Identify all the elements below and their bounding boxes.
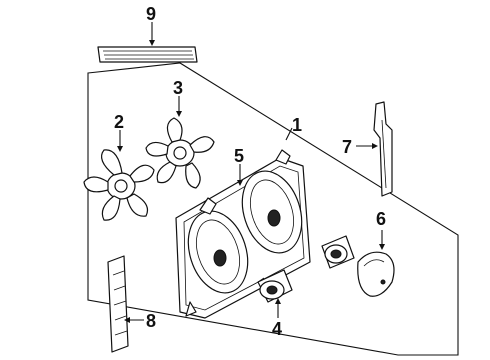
part-6-motor-cover <box>357 251 395 297</box>
part-8-side-bracket <box>107 255 129 353</box>
part-4-fan-motor <box>257 269 293 303</box>
callout-6: 6 <box>376 209 386 229</box>
callout-9: 9 <box>146 4 156 24</box>
callout-1: 1 <box>292 115 302 135</box>
callout-5: 5 <box>234 146 244 166</box>
callout-8: 8 <box>146 311 156 331</box>
callout-2: 2 <box>114 112 124 132</box>
callout-3: 3 <box>173 78 183 98</box>
part-2-fan-blade <box>83 149 155 221</box>
part-3-fan-blade <box>145 117 215 189</box>
assembly-outline <box>87 62 459 356</box>
fan-motor-secondary <box>321 235 355 269</box>
part-9-seal-strip <box>97 46 198 63</box>
callout-4: 4 <box>272 319 282 339</box>
part-7-side-bracket <box>373 101 393 197</box>
leader-lines <box>117 22 385 323</box>
callout-7: 7 <box>342 137 352 157</box>
